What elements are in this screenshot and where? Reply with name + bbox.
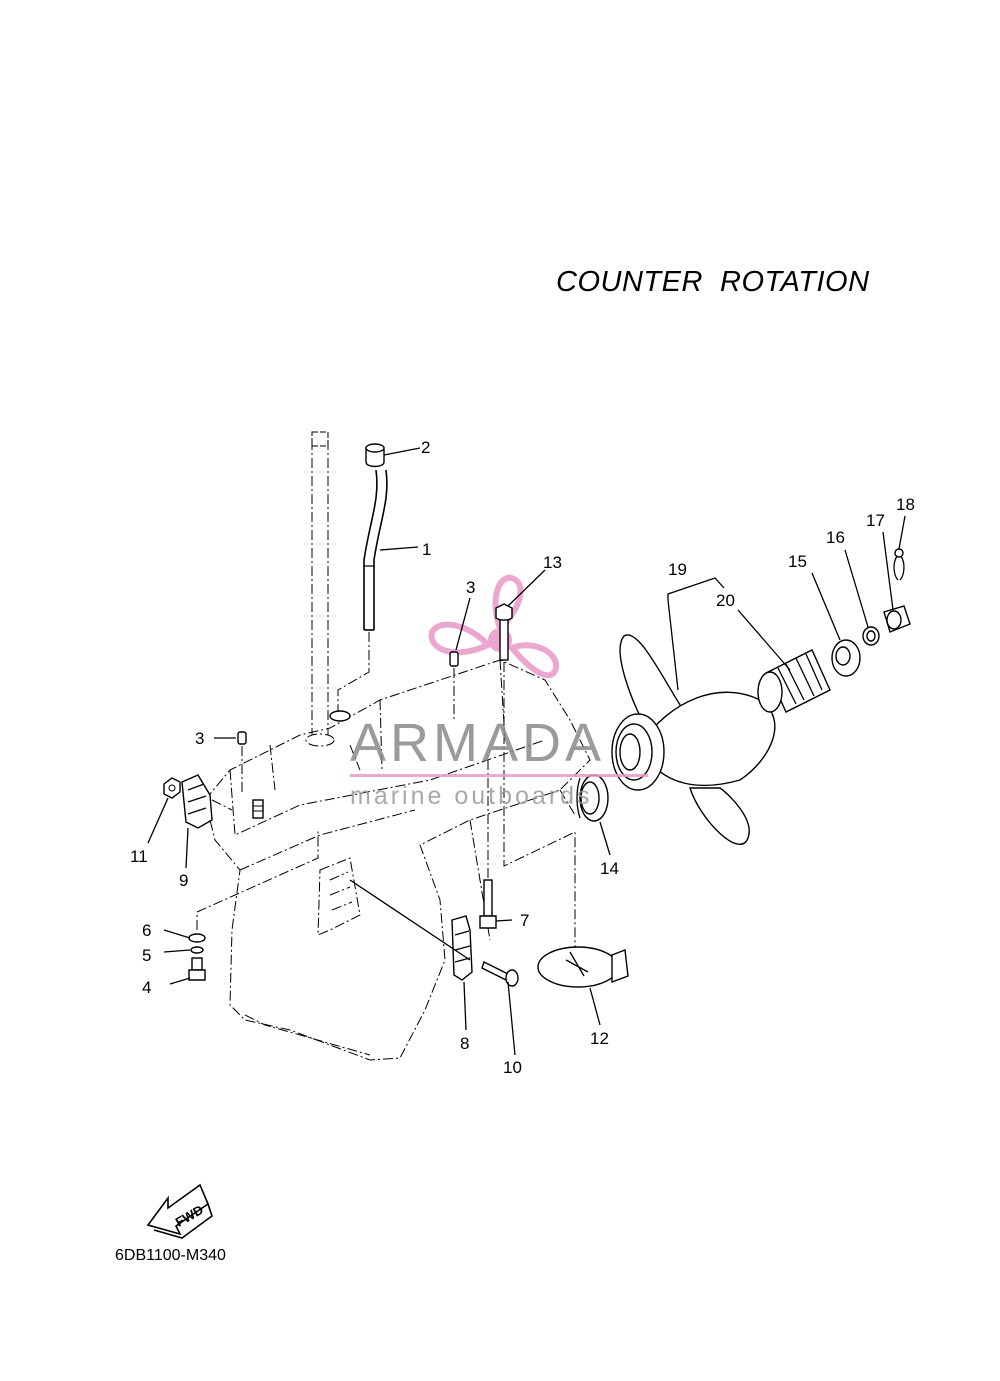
splined-washer xyxy=(831,639,861,677)
trim-tab-anode xyxy=(349,879,473,981)
bolt-washer-set xyxy=(188,830,319,981)
water-tube xyxy=(329,469,388,722)
dowel-pin-left xyxy=(237,731,247,795)
callout-15: 15 xyxy=(788,552,807,571)
callout-13: 13 xyxy=(543,553,562,572)
callout-2: 2 xyxy=(421,438,430,457)
callout-10: 10 xyxy=(503,1058,522,1077)
grommet xyxy=(365,443,385,468)
watermark-subtitle: marine outboards xyxy=(350,782,593,810)
callout-5: 5 xyxy=(142,946,151,965)
dowel-pin-right xyxy=(449,651,459,720)
watermark-name: ARMADA xyxy=(350,713,606,773)
callout-4: 4 xyxy=(142,978,151,997)
callout-20: 20 xyxy=(716,591,735,610)
callout-18: 18 xyxy=(896,495,915,514)
callout-7: 7 xyxy=(520,911,529,930)
callout-3-right: 3 xyxy=(466,578,475,597)
propeller xyxy=(611,634,776,845)
thrust-bushing xyxy=(576,774,609,822)
callout-8: 8 xyxy=(460,1034,469,1053)
callout-labels: 1 2 3 3 4 5 6 7 8 9 10 11 12 13 14 15 16… xyxy=(130,438,915,1077)
long-bolt-lower xyxy=(479,752,497,929)
callout-12: 12 xyxy=(590,1029,609,1048)
callout-17: 17 xyxy=(866,511,885,530)
callout-1: 1 xyxy=(422,540,431,559)
trim-tab xyxy=(537,946,629,988)
spacer xyxy=(757,649,831,713)
stud xyxy=(252,799,264,819)
callout-16: 16 xyxy=(826,528,845,547)
anode-block xyxy=(181,774,233,829)
callout-11: 11 xyxy=(130,847,148,866)
hex-nut xyxy=(163,777,181,799)
callout-6: 6 xyxy=(142,921,151,940)
plain-washer xyxy=(862,626,880,646)
diagram-code: 6DB1100-M340 xyxy=(115,1247,226,1264)
callout-14: 14 xyxy=(600,859,619,878)
leader-lines xyxy=(147,447,906,1056)
tab-bolt xyxy=(481,961,519,987)
long-bolt-upper xyxy=(495,603,576,955)
fwd-arrow-icon: FWD xyxy=(146,1183,213,1239)
callout-3-left: 3 xyxy=(195,729,204,748)
cotter-pin xyxy=(893,548,905,581)
callout-9: 9 xyxy=(179,871,188,890)
drive-shaft xyxy=(305,431,335,747)
watermark-divider xyxy=(350,774,648,777)
page-title: COUNTER ROTATION xyxy=(556,266,870,298)
callout-19: 19 xyxy=(668,560,687,579)
castle-nut xyxy=(883,605,911,633)
lower-casing xyxy=(204,659,591,1061)
